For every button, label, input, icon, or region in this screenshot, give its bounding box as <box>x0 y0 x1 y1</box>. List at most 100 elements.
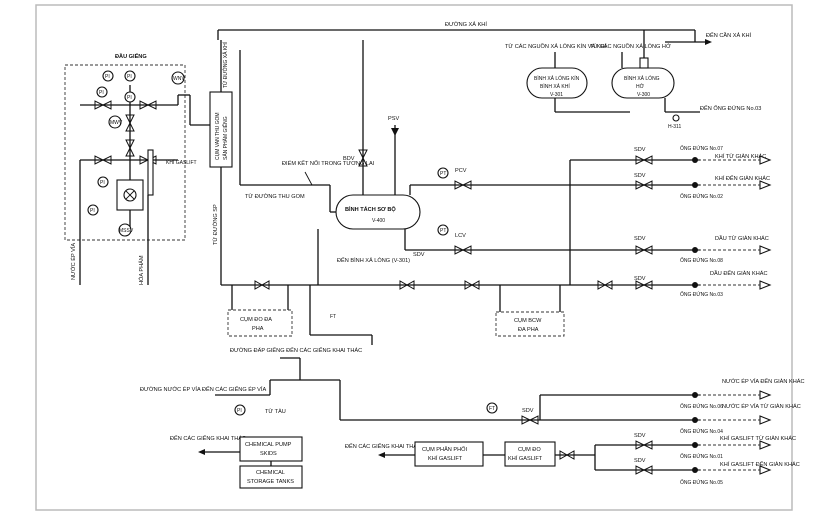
bcw-meter-skid <box>495 311 565 337</box>
wellhead-box <box>64 64 186 241</box>
wellhead-instruments: PI PI WNV PI MWV PI PI PI MSSV <box>87 70 185 237</box>
vent-header-label: ĐƯỜNG XẢ KHÍ <box>445 21 487 28</box>
svg-text:SDV: SDV <box>634 276 646 282</box>
psv-label: PSV <box>388 116 399 122</box>
svg-text:PI: PI <box>127 95 132 101</box>
svg-text:BÌNH XẢ LỎNG KÍN: BÌNH XẢ LỎNG KÍN <box>534 75 580 82</box>
water-pi-tag: PI <box>237 408 242 414</box>
svg-text:CỤM ĐO ĐA: CỤM ĐO ĐA <box>240 317 272 323</box>
pump-tag: H-311 <box>668 124 681 130</box>
svg-text:PHA: PHA <box>252 326 264 332</box>
svg-text:WNV: WNV <box>173 76 185 82</box>
chemical-pump-skids <box>239 436 303 462</box>
from-vent-label: TỪ ĐƯỜNG XẢ KHÍ <box>222 41 229 88</box>
svg-text:SDV: SDV <box>634 458 646 464</box>
to-drain-label: ĐẾN BÌNH XẢ LỎNG (V-301) <box>337 257 410 264</box>
riser-no02: SDV ỐNG ĐỨNG No.02 KHÍ ĐẾN GIÀN KHÁC <box>634 173 770 200</box>
svg-text:ỐNG ĐỨNG No.02: ỐNG ĐỨNG No.02 <box>680 193 723 200</box>
pt1-label: PT <box>440 171 446 177</box>
pump-outlet-label: ĐƯỜNG ĐẨP GIẾNG ĐẾN CÁC GIẾNG KHAI THÁC <box>230 347 362 354</box>
riser-no08: SDV ỐNG ĐỨNG No.08 DẦU TỪ GIÀN KHÁC <box>634 235 769 264</box>
riser-no06: ỐNG ĐỨNG No.06 NƯỚC ÉP VỈA ĐẾN GIÀN KHÁC <box>680 378 805 410</box>
vent-arrow-icon <box>705 39 712 45</box>
separator-sdv-label: SDV <box>413 252 425 258</box>
water-injection-label: NƯỚC ÉP VỈA <box>70 243 77 280</box>
to-vent-label: ĐẾN CẦN XẢ KHÍ <box>706 32 752 39</box>
svg-text:SẢN PHẨM GIẾNG: SẢN PHẨM GIẾNG <box>222 116 229 160</box>
from-collection-label: TỪ ĐƯỜNG THU GOM <box>245 193 305 200</box>
svg-text:ỐNG ĐỨNG No.04: ỐNG ĐỨNG No.04 <box>680 428 723 435</box>
svg-text:PI: PI <box>127 74 132 80</box>
pump-note: ĐẾN ỐNG ĐỨNG No.03 <box>700 105 761 112</box>
svg-text:KHÍ GASLIFT: KHÍ GASLIFT <box>428 455 463 462</box>
svg-text:CỤM BCW: CỤM BCW <box>514 318 542 324</box>
chemical-storage-tanks <box>239 465 303 489</box>
svg-text:SDV: SDV <box>634 173 646 179</box>
svg-text:ỐNG ĐỨNG No.06: ỐNG ĐỨNG No.06 <box>680 403 723 410</box>
svg-text:CỤM ĐO: CỤM ĐO <box>518 447 541 453</box>
svg-text:ĐA PHA: ĐA PHA <box>518 327 539 333</box>
gaslift-fi-tag: FT <box>489 406 495 412</box>
svg-text:BÌNH XẢ KHÍ: BÌNH XẢ KHÍ <box>540 83 570 90</box>
water-fi-tag: FT <box>330 314 336 320</box>
svg-text:KHÍ GASLIFT ĐẾN GIÀN KHÁC: KHÍ GASLIFT ĐẾN GIÀN KHÁC <box>720 461 800 468</box>
svg-text:V-301: V-301 <box>550 92 563 98</box>
chemical-to-wells: ĐẾN CÁC GIẾNG KHAI THÁC <box>170 435 246 442</box>
open-drain-source: TỪ CÁC NGUỒN XẢ LỎNG HỞ <box>590 43 671 50</box>
svg-text:KHÍ GASLIFT TỪ GIÀN KHÁC: KHÍ GASLIFT TỪ GIÀN KHÁC <box>720 435 796 442</box>
closed-drain-source: TỪ CÁC NGUỒN XẢ LỎNG KÍN VÀ KHÍ <box>505 43 607 50</box>
gaslift-distribution <box>414 441 484 467</box>
svg-text:CHEMICAL: CHEMICAL <box>256 470 285 476</box>
svg-text:CỤM VAN THU GOM: CỤM VAN THU GOM <box>215 112 221 160</box>
from-ship-label: TỪ TÀU <box>265 408 286 415</box>
svg-text:KHÍ GASLIFT: KHÍ GASLIFT <box>508 455 543 462</box>
bdv-label: BDV <box>343 156 355 162</box>
svg-text:NƯỚC ÉP VỈA ĐẾN GIÀN KHÁC: NƯỚC ÉP VỈA ĐẾN GIÀN KHÁC <box>722 378 805 385</box>
svg-text:HỞ: HỞ <box>636 83 645 90</box>
svg-text:MSSV: MSSV <box>119 228 134 234</box>
svg-text:ỐNG ĐỨNG No.03: ỐNG ĐỨNG No.03 <box>680 291 723 298</box>
gaslift-meter <box>504 441 556 467</box>
lower-riser-valves <box>635 440 653 475</box>
svg-text:PI: PI <box>99 90 104 96</box>
svg-text:DẦU ĐẾN GIÀN KHÁC: DẦU ĐẾN GIÀN KHÁC <box>710 270 768 277</box>
svg-text:CHEMICAL PUMP: CHEMICAL PUMP <box>245 442 292 448</box>
riser-no03: SDV ỐNG ĐỨNG No.03 DẦU ĐẾN GIÀN KHÁC <box>634 270 768 298</box>
water-injection-target: ĐƯỜNG NƯỚC ÉP VỈA ĐẾN CÁC GIẾNG ÉP VỈA <box>140 386 266 393</box>
riser-no01: SDV ỐNG ĐỨNG No.01 KHÍ GASLIFT TỪ GIÀN K… <box>634 433 796 460</box>
lcv-label: LCV <box>455 233 466 239</box>
svg-text:ỐNG ĐỨNG No.07: ỐNG ĐỨNG No.07 <box>680 145 723 152</box>
svg-text:NƯỚC ÉP VỈA TỪ GIÀN KHÁC: NƯỚC ÉP VỈA TỪ GIÀN KHÁC <box>722 403 801 410</box>
separator-tag: V-400 <box>372 218 385 224</box>
riser-no04: ỐNG ĐỨNG No.04 NƯỚC ÉP VỈA TỪ GIÀN KHÁC <box>680 403 801 435</box>
gaslift-to-wells: ĐẾN CÁC GIẾNG KHAI THÁC <box>345 443 421 450</box>
pt2-label: PT <box>440 228 446 234</box>
svg-text:PI: PI <box>100 180 105 186</box>
closed-drain-drum <box>526 67 588 99</box>
separator-name: BÌNH TÁCH SƠ BỘ <box>345 205 396 213</box>
chemical-label: HÓA PHẨM <box>138 255 145 285</box>
riser-no05: SDV ỐNG ĐỨNG No.05 KHÍ GASLIFT ĐẾN GIÀN … <box>634 458 800 486</box>
gaslift-sdv-label: SDV <box>522 408 534 414</box>
svg-text:DẦU TỪ GIÀN KHÁC: DẦU TỪ GIÀN KHÁC <box>715 235 769 242</box>
multiphase-meter-skid <box>227 309 293 337</box>
header-valves <box>254 280 613 460</box>
svg-text:ỐNG ĐỨNG No.08: ỐNG ĐỨNG No.08 <box>680 257 723 264</box>
svg-text:STORAGE TANKS: STORAGE TANKS <box>247 479 294 485</box>
svg-text:MWV: MWV <box>110 120 123 126</box>
future-tie-in-label: ĐIỂM KẾT NỐI TRONG TƯƠNG LAI <box>282 160 375 167</box>
svg-text:SDV: SDV <box>634 236 646 242</box>
svg-text:PI: PI <box>105 74 110 80</box>
wellhead-title: ĐẦU GIẾNG <box>115 53 147 60</box>
svg-text:SDV: SDV <box>634 147 646 153</box>
pcv-label: PCV <box>455 168 467 174</box>
svg-text:SDV: SDV <box>634 433 646 439</box>
svg-text:PI: PI <box>90 208 95 214</box>
svg-text:KHÍ ĐẾN GIÀN KHÁC: KHÍ ĐẾN GIÀN KHÁC <box>715 175 770 182</box>
riser-no07: SDV ỐNG ĐỨNG No.07 KHÍ TỪ GIÀN KHÁC <box>634 145 766 163</box>
svg-text:ỐNG ĐỨNG No.05: ỐNG ĐỨNG No.05 <box>680 479 723 486</box>
svg-text:KHÍ TỪ GIÀN KHÁC: KHÍ TỪ GIÀN KHÁC <box>715 153 766 160</box>
svg-text:CỤM PHÂN PHỐI: CỤM PHÂN PHỐI <box>422 446 468 453</box>
